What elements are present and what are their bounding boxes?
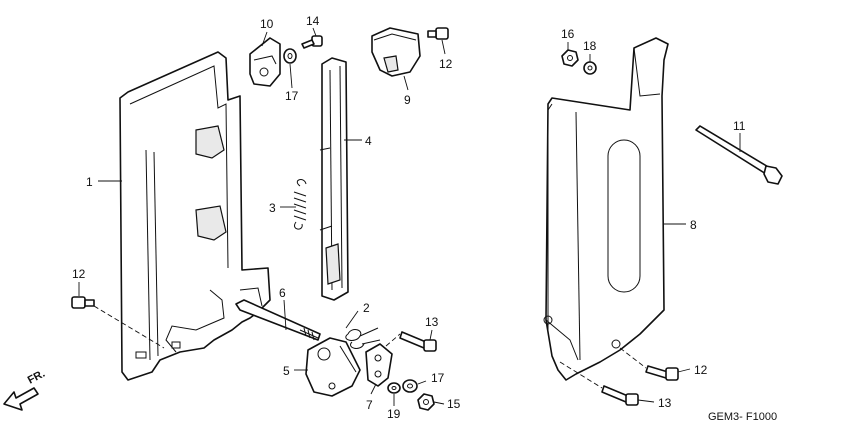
callout-6: 6 bbox=[279, 286, 286, 300]
drawing-code: GEM3- F1000 bbox=[708, 411, 777, 423]
part-9-cap bbox=[371, 27, 421, 77]
callout-19: 19 bbox=[387, 407, 401, 421]
part-6-hinge-pin bbox=[235, 299, 321, 341]
part-11-long-bolt bbox=[695, 125, 783, 185]
callout-1: 1 bbox=[86, 175, 93, 189]
part-5-lock-bracket bbox=[305, 337, 361, 397]
part-17-washer-top bbox=[283, 48, 297, 64]
callout-11: 11 bbox=[733, 119, 746, 133]
callout-12-top: 12 bbox=[439, 57, 453, 71]
part-4-slide-rail bbox=[319, 57, 349, 301]
front-arrow-icon bbox=[3, 387, 39, 411]
callout-9: 9 bbox=[404, 93, 411, 107]
callout-7: 7 bbox=[366, 398, 373, 412]
part-3-spring bbox=[293, 179, 307, 230]
callout-2: 2 bbox=[363, 301, 370, 315]
callout-15: 15 bbox=[447, 397, 461, 411]
part-17-washer-bottom bbox=[402, 379, 418, 393]
part-2-coil-spring bbox=[345, 327, 381, 349]
callout-13-right: 13 bbox=[658, 396, 672, 410]
part-8-right-cover bbox=[543, 37, 669, 381]
part-10-latch bbox=[249, 37, 281, 87]
callout-17-top: 17 bbox=[285, 89, 299, 103]
callout-17-bottom: 17 bbox=[431, 371, 445, 385]
part-12-bolt-right bbox=[645, 365, 679, 381]
part-12-bolt-top bbox=[427, 27, 449, 40]
callout-labels: 1 2 3 4 5 6 7 8 9 10 11 12 12 12 13 13 1… bbox=[72, 14, 746, 421]
leader-lines bbox=[78, 27, 741, 406]
part-7-plate bbox=[365, 343, 393, 387]
callout-12-left: 12 bbox=[72, 267, 86, 281]
callout-13-center: 13 bbox=[425, 315, 439, 329]
part-1-left-shroud bbox=[119, 51, 271, 381]
callout-18: 18 bbox=[583, 39, 597, 53]
callout-5: 5 bbox=[283, 364, 290, 378]
part-12-bolt-left bbox=[71, 296, 95, 309]
part-18-washer bbox=[583, 61, 597, 75]
part-14-screw bbox=[301, 35, 323, 49]
callout-16: 16 bbox=[561, 27, 575, 41]
callout-3: 3 bbox=[269, 201, 276, 215]
part-16-nut bbox=[561, 49, 579, 67]
callout-8: 8 bbox=[690, 218, 697, 232]
part-13-screw-right bbox=[601, 385, 639, 406]
part-15-nut bbox=[417, 393, 435, 411]
callout-10: 10 bbox=[260, 17, 274, 31]
front-direction-indicator: FR. bbox=[3, 368, 47, 411]
callout-4: 4 bbox=[365, 134, 372, 148]
part-19-washer bbox=[387, 382, 401, 394]
direction-label: FR. bbox=[26, 368, 47, 387]
callout-12-right: 12 bbox=[694, 363, 708, 377]
callout-14: 14 bbox=[306, 14, 320, 28]
